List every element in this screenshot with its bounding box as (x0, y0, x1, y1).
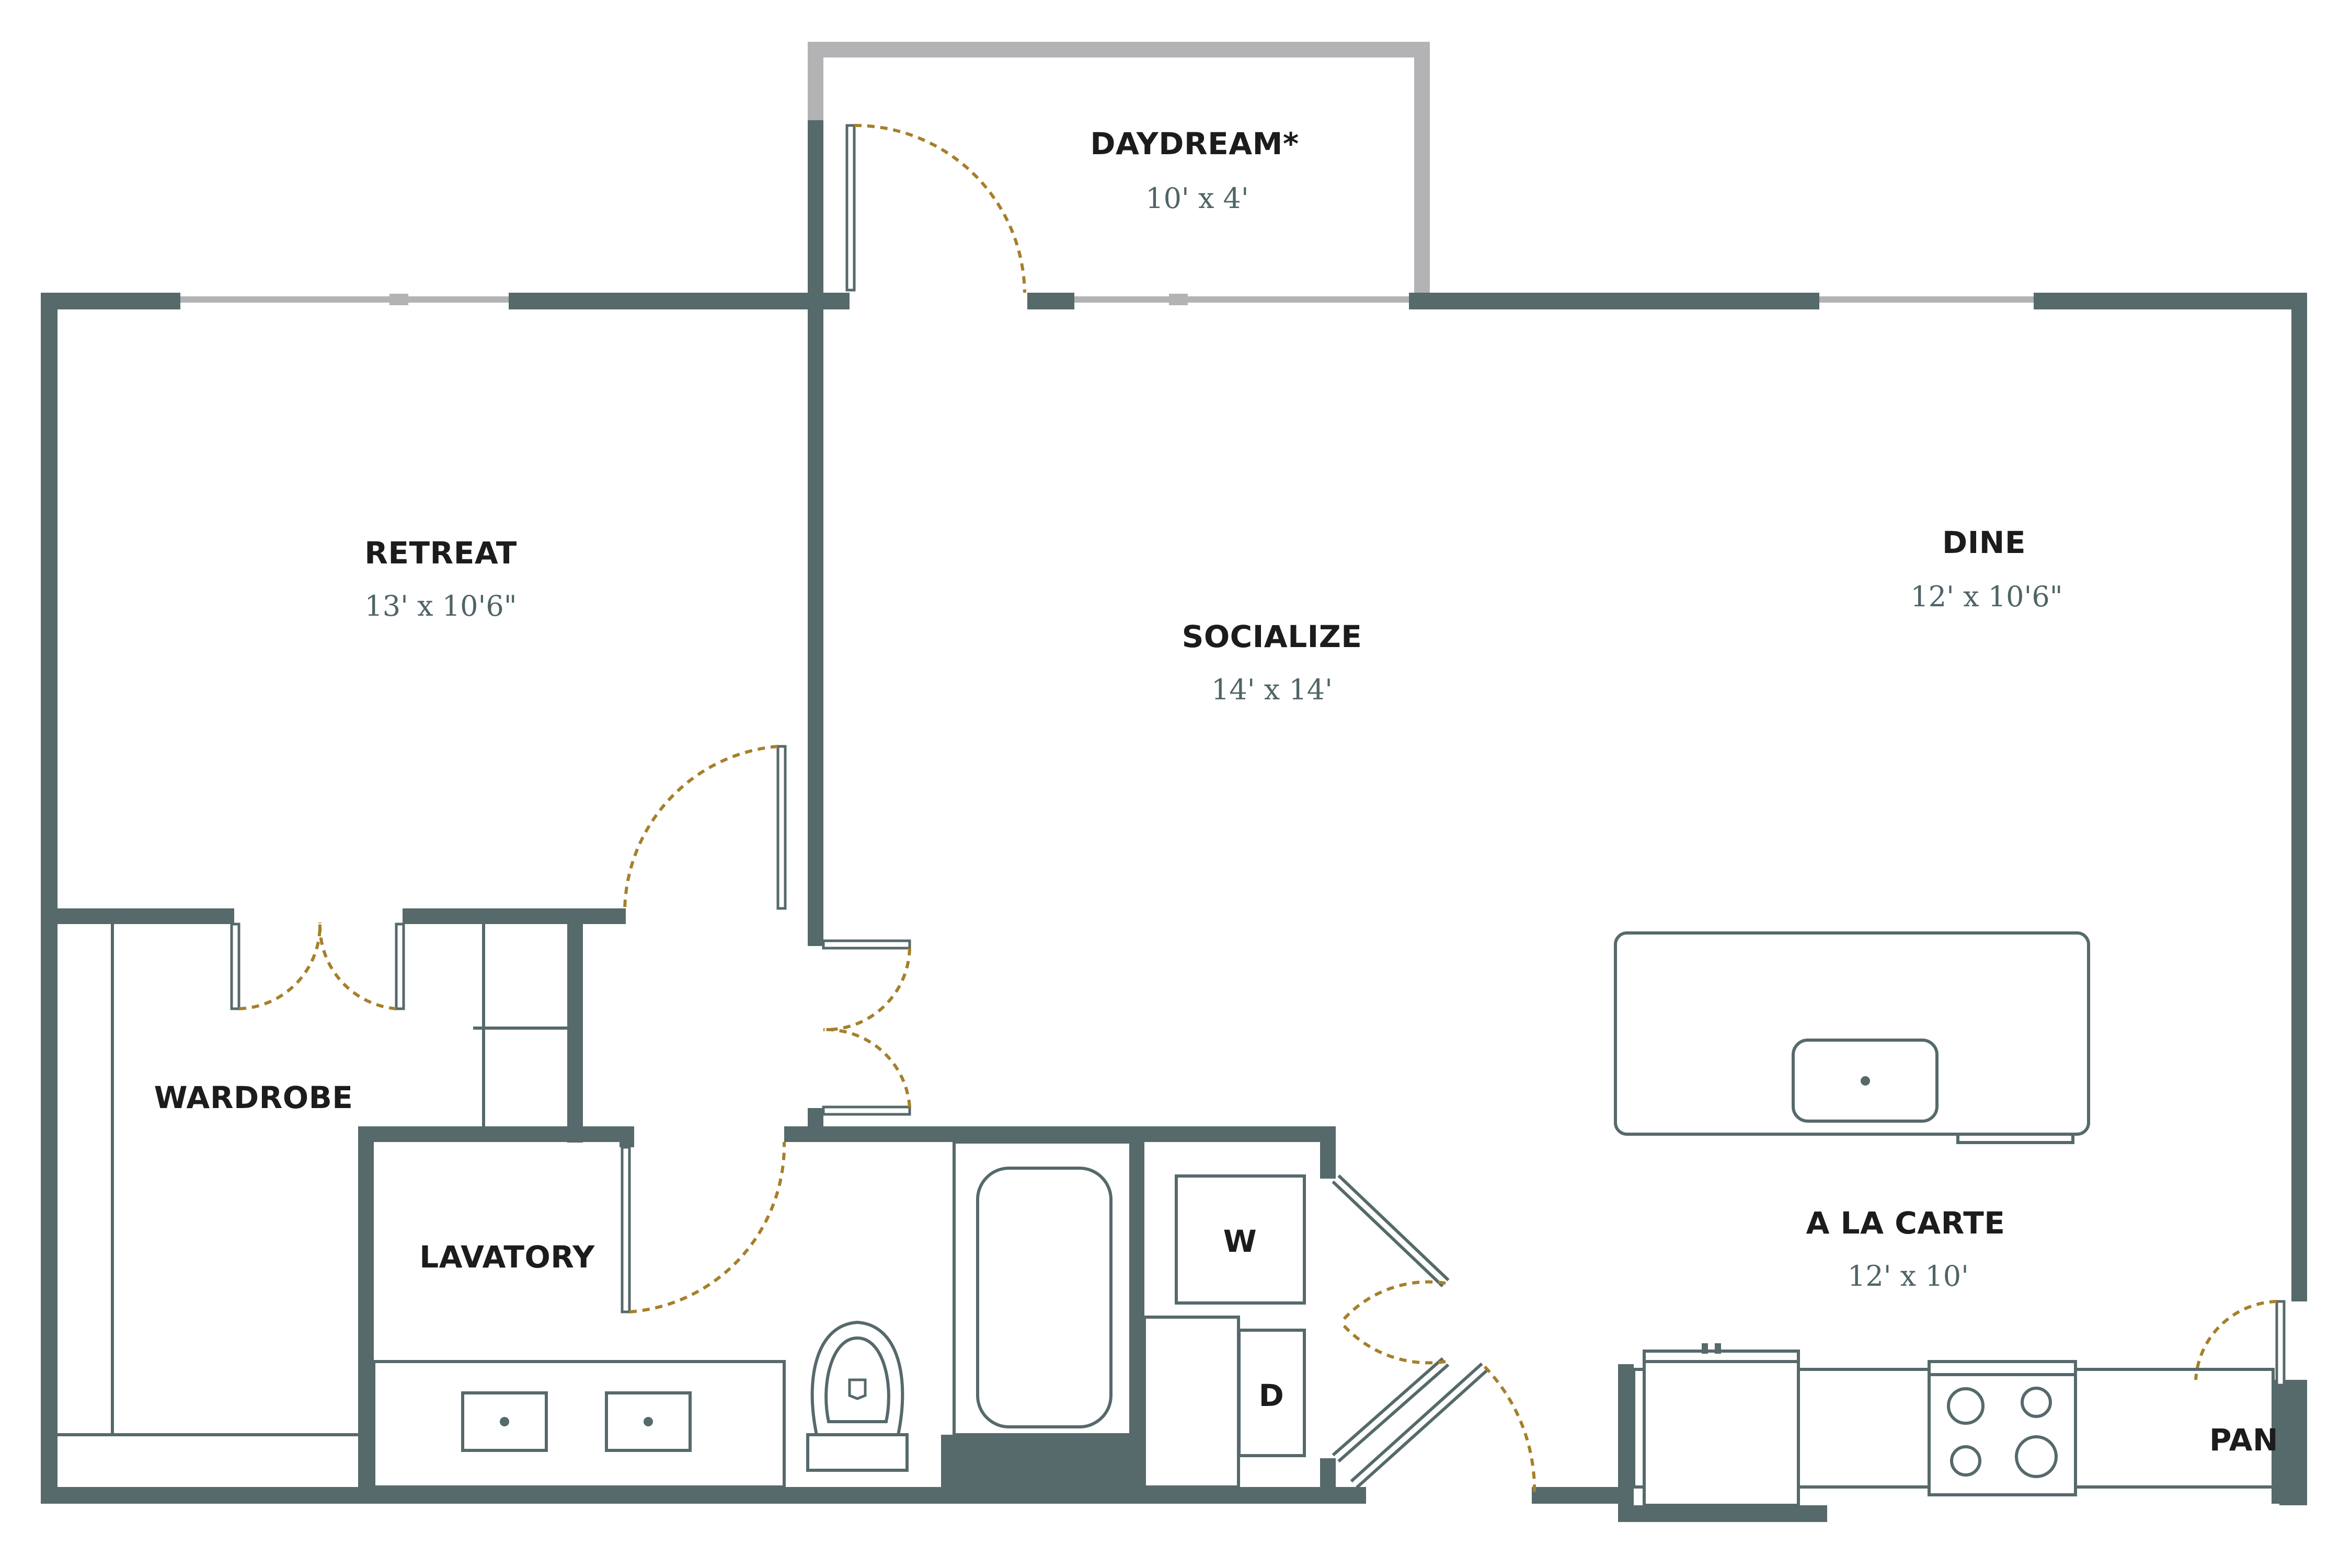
room-name-socialize: SOCIALIZE (1182, 619, 1362, 654)
room-dim-dine: 12' x 10'6" (1910, 580, 2062, 613)
window-dine (1819, 296, 2034, 303)
dryer[interactable] (1237, 1329, 1306, 1457)
laundry-alcove (1143, 1316, 1240, 1489)
vanity-counter (372, 1360, 786, 1489)
room-name-lavatory: LAVATORY (419, 1239, 595, 1275)
room-dim-retreat: 13' x 10'6" (364, 590, 517, 622)
room-dim-socialize: 14' x 14' (1211, 673, 1333, 706)
room-name-dine: DINE (1942, 525, 2026, 560)
fixtures (58, 924, 2275, 1507)
balcony-walls (808, 42, 1430, 295)
window-daydream (1074, 296, 1409, 303)
toilet-bowl (810, 1320, 904, 1436)
range (1928, 1360, 2077, 1496)
window-retreat (180, 296, 509, 303)
sink-left (461, 1391, 548, 1452)
windows (180, 294, 2034, 305)
room-name-wardrobe: WARDROBE (154, 1080, 353, 1115)
room-name-daydream: DAYDREAM* (1090, 126, 1299, 162)
room-name-a-la-carte: A LA CARTE (1806, 1205, 2005, 1241)
dryer-label: D (1259, 1378, 1285, 1413)
refrigerator (1643, 1350, 1800, 1507)
walls (41, 120, 2307, 1522)
room-dim-a-la-carte: 12' x 10' (1848, 1260, 1969, 1293)
room-name-pantry: PAN (2209, 1422, 2278, 1458)
kitchen-island (1614, 931, 2090, 1136)
washer[interactable] (1175, 1174, 1306, 1305)
room-name-retreat: RETREAT (364, 535, 517, 571)
toilet-tank (806, 1433, 909, 1472)
washer-label: W (1223, 1224, 1257, 1259)
sink-right (605, 1391, 692, 1452)
room-labels: DAYDREAM* 10' x 4' RETREAT 13' x 10'6" S… (154, 126, 2278, 1458)
doors (230, 123, 2286, 1495)
bathtub (953, 1140, 1132, 1436)
room-dim-daydream: 10' x 4' (1145, 182, 1249, 215)
island-sink (1792, 1039, 1939, 1123)
